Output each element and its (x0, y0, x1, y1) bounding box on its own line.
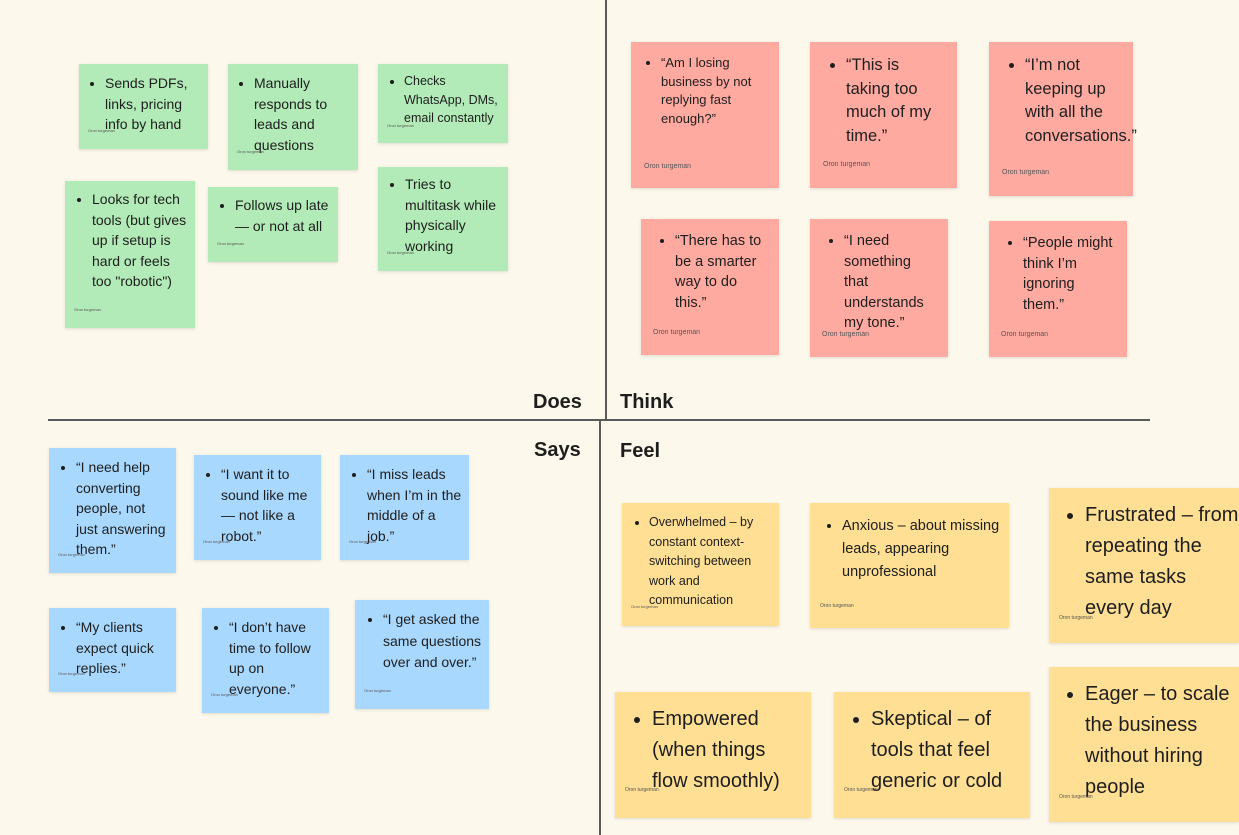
vertical-divider-top (605, 0, 607, 420)
horizontal-divider (48, 419, 1150, 421)
note-author: Oron turgeman (387, 122, 414, 128)
sticky-note-think[interactable]: “Am I losing business by not replying fa… (631, 42, 779, 188)
sticky-note-think[interactable]: “There has to be a smarter way to do thi… (641, 219, 779, 355)
note-text: “I miss leads when I’m in the middle of … (367, 464, 463, 546)
note-author: Oron turgeman (1059, 794, 1093, 800)
sticky-note-does[interactable]: Follows up late — or not at all Oron tur… (208, 187, 338, 262)
note-author: Oron turgeman (237, 148, 264, 154)
note-author: Oron turgeman (844, 787, 878, 793)
note-text: “I need help converting people, not just… (76, 457, 170, 560)
note-author: Oron turgeman (203, 538, 230, 544)
note-text: Follows up late — or not at all (235, 195, 332, 236)
note-author: Oron turgeman (211, 691, 238, 697)
sticky-note-feel[interactable]: Anxious – about missing leads, appearing… (810, 503, 1009, 628)
note-text: Overwhelmed – by constant context-switch… (649, 513, 771, 611)
sticky-note-think[interactable]: “This is taking too much of my time.” Or… (810, 42, 957, 188)
note-text: Frustrated – from repeating the same tas… (1085, 500, 1239, 624)
note-author: Oron turgeman (88, 127, 115, 133)
note-text: Checks WhatsApp, DMs, email constantly (404, 72, 502, 128)
sticky-note-feel[interactable]: Overwhelmed – by constant context-switch… (622, 503, 779, 626)
quadrant-label-think: Think (620, 391, 674, 413)
note-author: Oron turgeman (58, 670, 85, 676)
sticky-note-does[interactable]: Sends PDFs, links, pricing info by hand … (79, 64, 208, 149)
sticky-note-says[interactable]: “I need help converting people, not just… (49, 448, 176, 573)
note-text: “I need something that understands my to… (844, 231, 938, 334)
sticky-note-does[interactable]: Looks for tech tools (but gives up if se… (65, 181, 195, 328)
sticky-note-says[interactable]: “My clients expect quick replies.” Oron … (49, 608, 176, 692)
note-text: “I’m not keeping up with all the convers… (1025, 54, 1137, 148)
sticky-note-feel[interactable]: Eager – to scale the business without hi… (1049, 667, 1239, 822)
sticky-note-says[interactable]: “I get asked the same questions over and… (355, 600, 489, 709)
vertical-divider-bottom (599, 421, 601, 835)
note-author: Oron turgeman (58, 551, 85, 557)
note-text: Skeptical – of tools that feel generic o… (871, 704, 1022, 797)
note-author: Oron turgeman (625, 787, 659, 793)
note-text: Tries to multitask while physically work… (405, 174, 502, 256)
note-text: Manually responds to leads and questions (254, 73, 350, 155)
note-text: “There has to be a smarter way to do thi… (675, 231, 769, 313)
sticky-note-says[interactable]: “I don’t have time to follow up on every… (202, 608, 329, 713)
sticky-note-does[interactable]: Manually responds to leads and questions… (228, 64, 358, 170)
note-text: “I want it to sound like me — not like a… (221, 464, 315, 546)
note-text: “This is taking too much of my time.” (846, 54, 947, 148)
note-text: Looks for tech tools (but gives up if se… (92, 189, 189, 292)
note-text: “Am I losing business by not replying fa… (661, 54, 769, 128)
quadrant-label-does: Does (533, 391, 582, 413)
note-author: Oron turgeman (653, 328, 701, 336)
note-author: Oron turgeman (1001, 330, 1049, 338)
note-author: Oron turgeman (644, 162, 692, 170)
note-author: Oron turgeman (387, 249, 414, 255)
note-text: “I get asked the same questions over and… (383, 609, 483, 674)
sticky-note-feel[interactable]: Skeptical – of tools that feel generic o… (834, 692, 1030, 818)
note-author: Oron turgeman (349, 538, 376, 544)
note-text: Empowered (when things flow smoothly) (652, 704, 803, 797)
note-text: Anxious – about missing leads, appearing… (842, 515, 1001, 584)
note-author: Oron turgeman (820, 603, 854, 609)
note-author: Oron turgeman (1059, 615, 1093, 621)
quadrant-label-feel: Feel (620, 440, 661, 462)
sticky-note-does[interactable]: Checks WhatsApp, DMs, email constantly O… (378, 64, 508, 143)
note-author: Oron turgeman (822, 330, 870, 338)
sticky-note-does[interactable]: Tries to multitask while physically work… (378, 167, 508, 271)
sticky-note-think[interactable]: “I’m not keeping up with all the convers… (989, 42, 1137, 196)
note-text: “People might think I’m ignoring them.” (1023, 233, 1117, 315)
sticky-note-says[interactable]: “I want it to sound like me — not like a… (194, 455, 321, 560)
note-text: Eager – to scale the business without hi… (1085, 679, 1239, 803)
note-author: Oron turgeman (217, 240, 244, 246)
note-author: Oron turgeman (74, 306, 101, 312)
sticky-note-think[interactable]: “I need something that understands my to… (810, 219, 948, 357)
note-text: “My clients expect quick replies.” (76, 617, 170, 679)
quadrant-label-says: Says (534, 439, 581, 461)
sticky-note-says[interactable]: “I miss leads when I’m in the middle of … (340, 455, 469, 560)
note-author: Oron turgeman (1002, 168, 1050, 176)
sticky-note-feel[interactable]: Frustrated – from repeating the same tas… (1049, 488, 1239, 643)
note-author: Oron turgeman (631, 603, 658, 609)
sticky-note-think[interactable]: “People might think I’m ignoring them.” … (989, 221, 1127, 357)
note-text: Sends PDFs, links, pricing info by hand (105, 73, 200, 135)
note-text: “I don’t have time to follow up on every… (229, 617, 323, 699)
note-author: Oron turgeman (823, 160, 871, 168)
note-author: Oron turgeman (364, 687, 391, 693)
sticky-note-feel[interactable]: Empowered (when things flow smoothly) Or… (615, 692, 811, 818)
